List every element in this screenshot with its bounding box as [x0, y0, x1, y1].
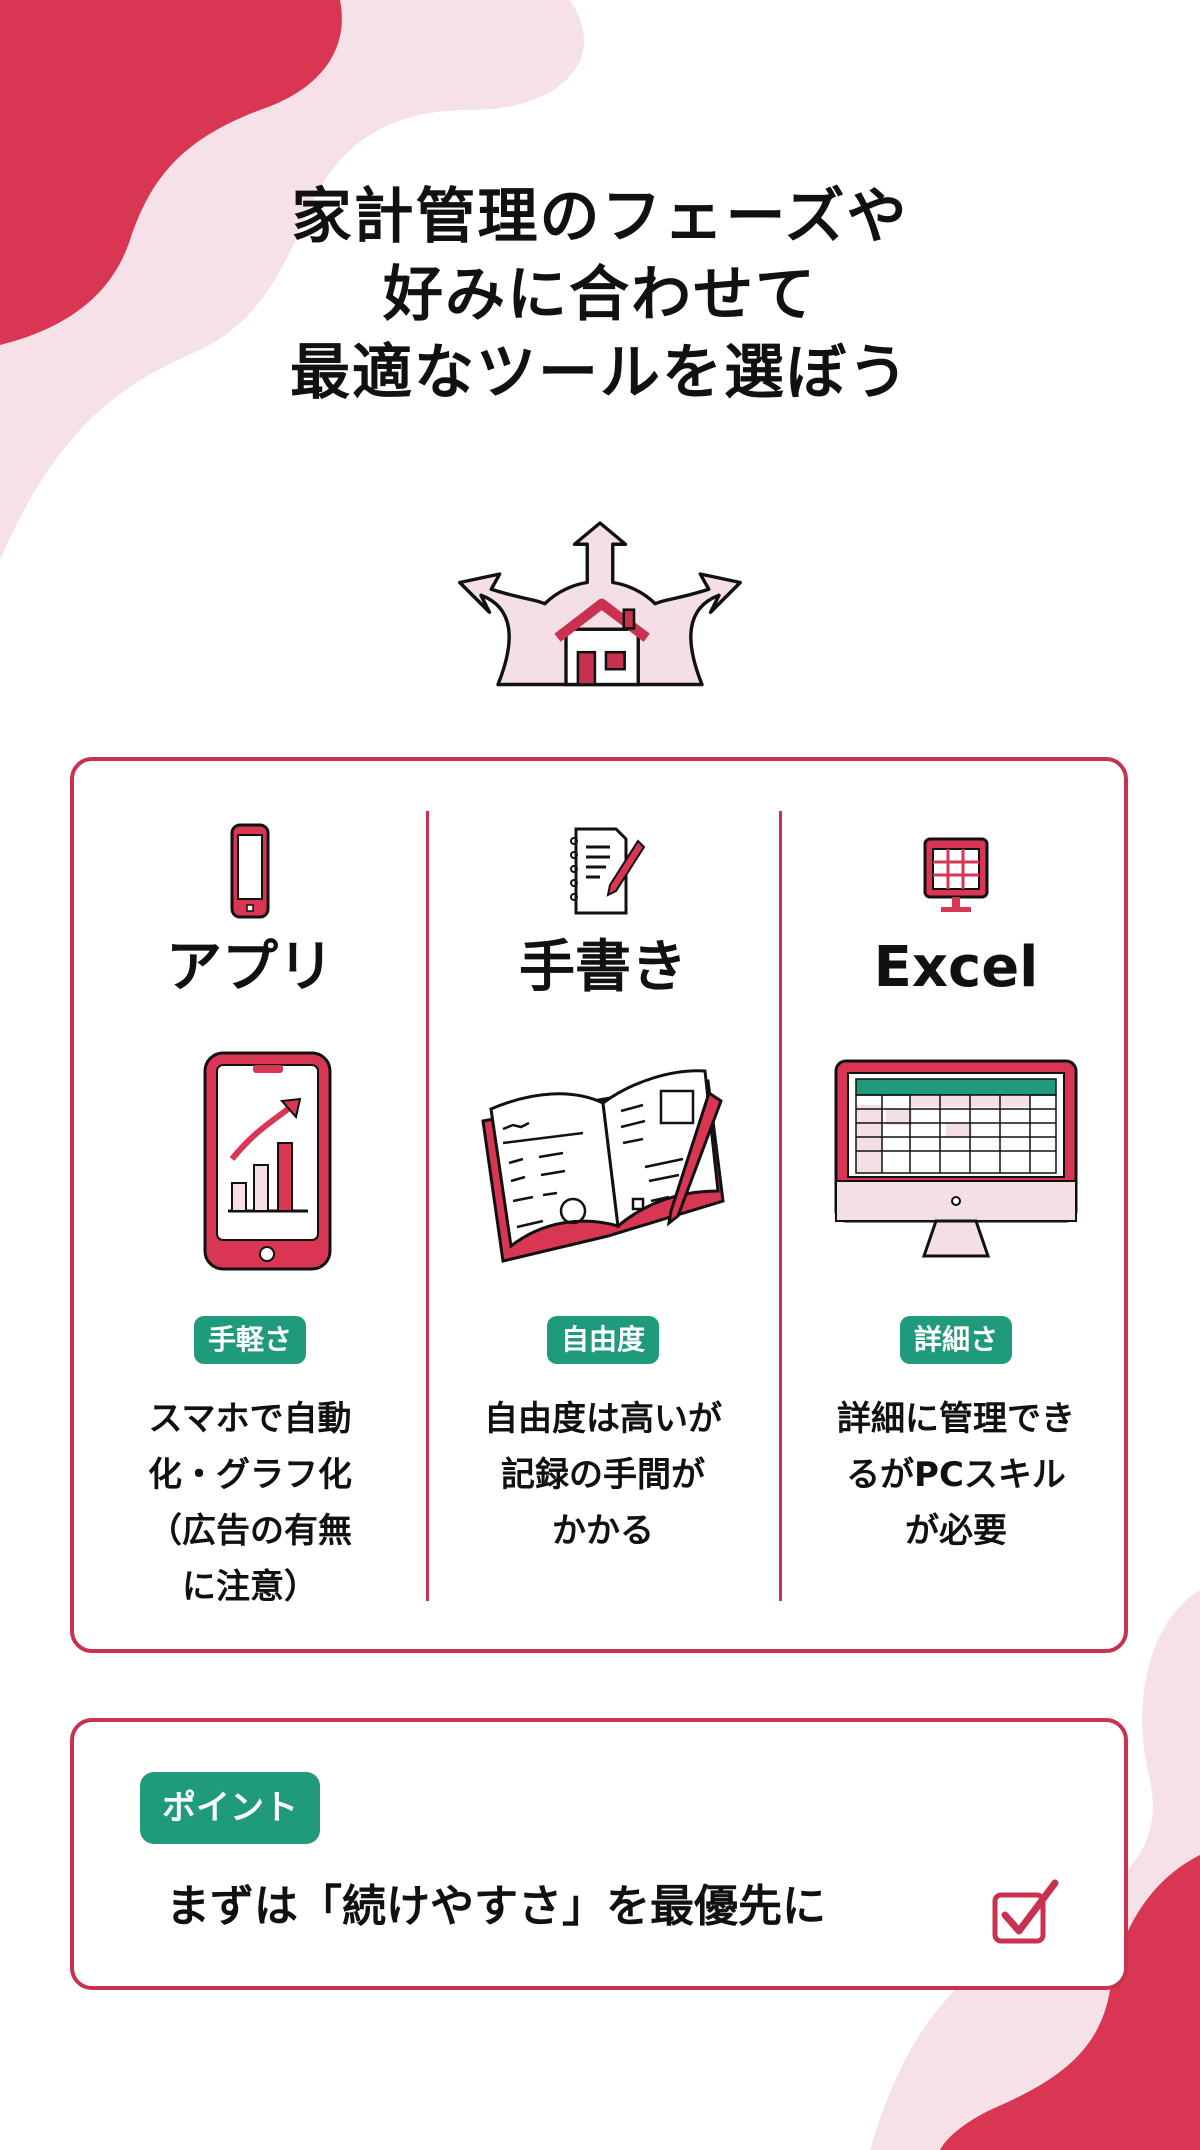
- description-line: 自由度は高いが: [484, 1399, 722, 1439]
- monitor-spreadsheet-icon: [923, 837, 989, 912]
- tool-description: 自由度は高いが 記録の手間が かかる: [447, 1391, 759, 1559]
- open-notebook-pen-icon: [481, 1069, 725, 1263]
- description-line: に注意）: [182, 1567, 318, 1607]
- tool-description: スマホで自動 化・グラフ化 （広告の有無 に注意）: [94, 1391, 406, 1615]
- tool-column-app: アプリ 手軽さ スマホで自動 化・グラフ化 （広告の有無 に注意）: [74, 761, 426, 1649]
- description-line: スマホで自動: [148, 1399, 352, 1439]
- tool-column-excel: Excel 詳細さ 詳細に管理でき るがPCスキル が必要: [780, 761, 1132, 1649]
- title-line-1: 家計管理のフェーズや: [291, 182, 909, 252]
- tool-description: 詳細に管理でき るがPCスキル が必要: [800, 1391, 1112, 1559]
- column-divider: [779, 811, 782, 1601]
- point-card: ポイント まずは「続けやすさ」を最優先に: [70, 1718, 1128, 1990]
- description-line: 化・グラフ化: [148, 1455, 352, 1495]
- house-with-branching-arrows-icon: [458, 521, 742, 687]
- checkbox-checked-icon: [992, 1879, 1059, 1944]
- description-line: るがPCスキル: [846, 1455, 1066, 1495]
- tool-feature-badge: 自由度: [546, 1316, 660, 1364]
- tool-comparison-card: アプリ 手軽さ スマホで自動 化・グラフ化 （広告の有無 に注意）: [70, 757, 1128, 1653]
- description-line: （広告の有無: [148, 1511, 352, 1551]
- notebook-pencil-icon: [570, 827, 646, 915]
- smartphone-icon: [230, 823, 270, 919]
- smartphone-growth-chart-icon: [203, 1051, 332, 1271]
- description-line: が必要: [905, 1511, 1007, 1551]
- title-line-2: 好みに合わせて: [383, 260, 817, 330]
- column-divider: [426, 811, 429, 1601]
- page-title: 家計管理のフェーズや 好みに合わせて 最適なツールを選ぼう: [0, 178, 1200, 412]
- tool-column-handwritten: 手書き 自由度 自由度は高いが 記録の: [427, 761, 779, 1649]
- description-line: 記録の手間が: [501, 1455, 705, 1495]
- bottom-right-red-blob: [940, 1855, 1200, 2150]
- description-line: かかる: [552, 1511, 654, 1551]
- tool-feature-badge: 手軽さ: [193, 1316, 307, 1364]
- tool-name: 手書き: [519, 935, 687, 1000]
- tool-name: アプリ: [166, 935, 334, 1000]
- tool-feature-badge: 詳細さ: [899, 1316, 1013, 1364]
- desktop-spreadsheet-icon: [834, 1059, 1078, 1258]
- description-line: 詳細に管理でき: [837, 1399, 1075, 1439]
- point-text: まずは「続けやすさ」を最優先に: [166, 1881, 826, 1932]
- point-badge: ポイント: [140, 1772, 320, 1844]
- tool-name: Excel: [873, 935, 1039, 1000]
- top-left-red-blob: [0, 0, 342, 345]
- title-line-3: 最適なツールを選ぼう: [290, 338, 910, 408]
